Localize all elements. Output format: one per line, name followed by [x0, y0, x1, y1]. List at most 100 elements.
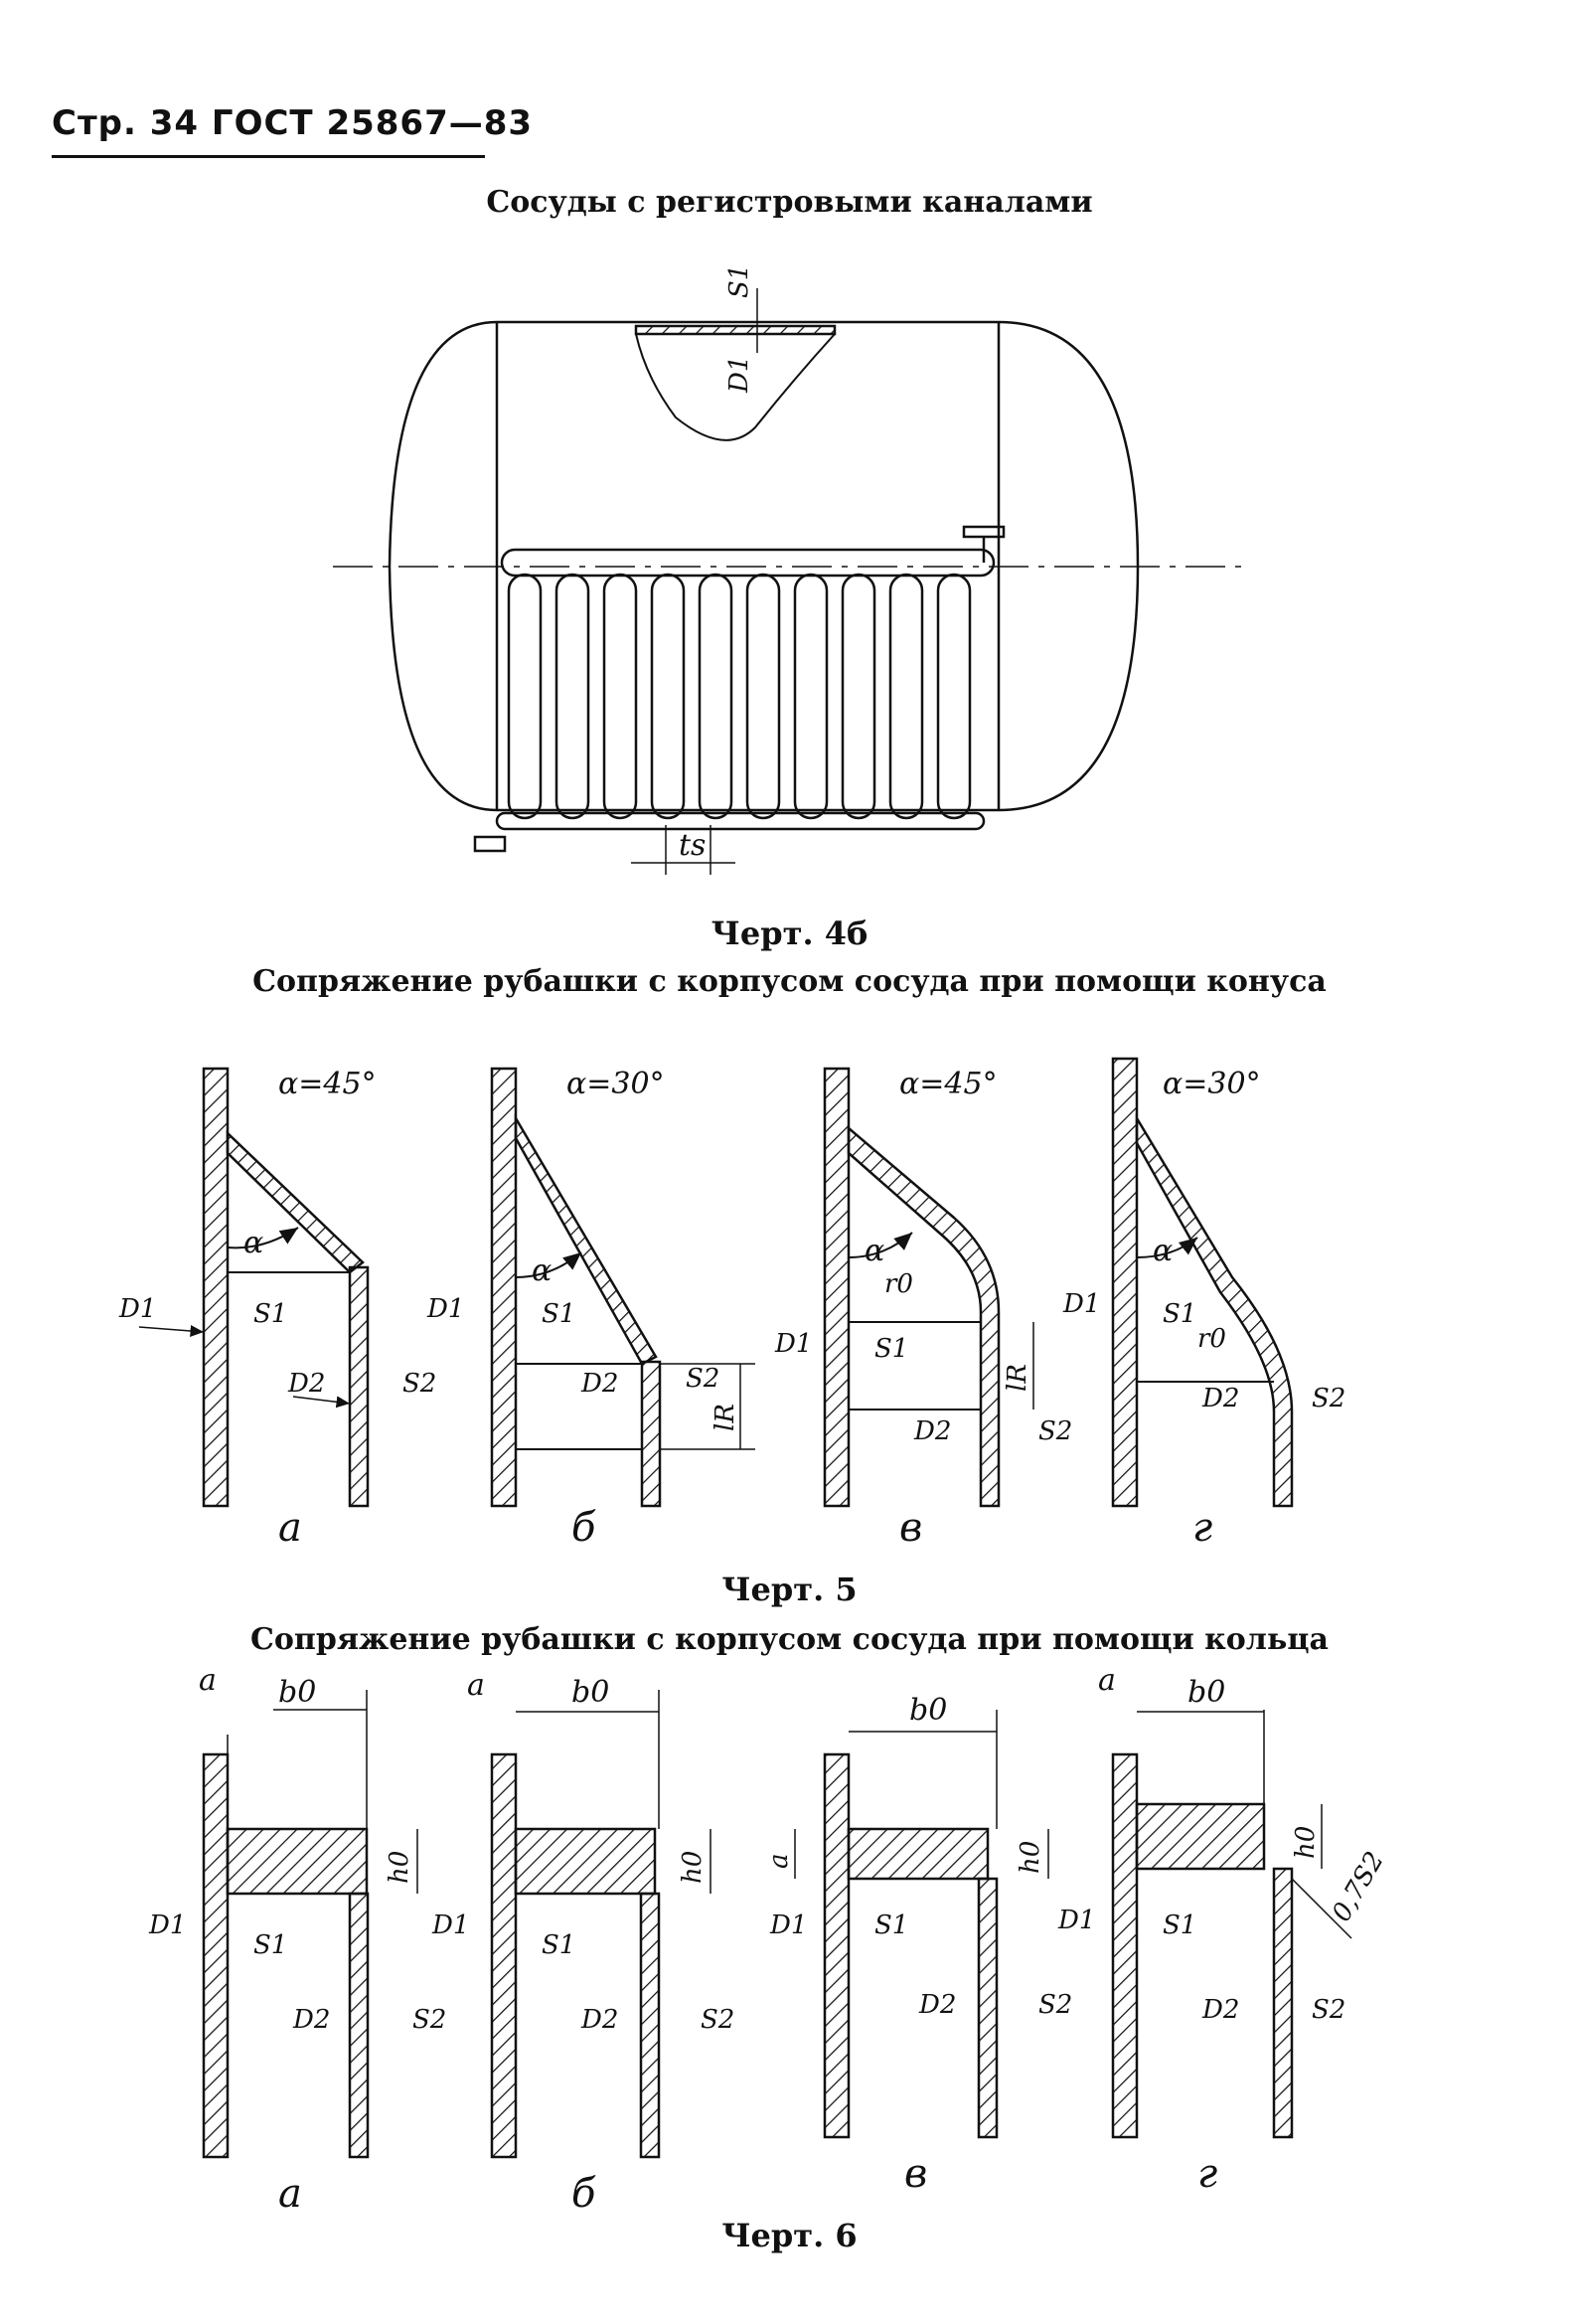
fig6d-b0: b0: [1187, 1675, 1225, 1710]
fig6d-letter: г: [1197, 2151, 1217, 2197]
fig4-d1-label: D1: [724, 356, 754, 394]
fig5-panel-b: [490, 1067, 755, 1508]
section-title-cone: Сопряжение рубашки с корпусом сосуда при…: [252, 964, 1327, 999]
fig5d-alpha-arc: [1136, 1237, 1198, 1258]
fig5c-letter: в: [899, 1505, 922, 1551]
fig5d-letter: г: [1192, 1505, 1212, 1551]
fig5b-shell-wall: [490, 1067, 518, 1508]
bottom-manifold: [495, 811, 986, 831]
fig6a-b0: b0: [278, 1675, 316, 1710]
fig6c-h0: h0: [1016, 1841, 1045, 1874]
fig5a-jacket-wall: [348, 1265, 370, 1508]
register-tube: [698, 573, 733, 820]
fig5d-r0: r0: [1197, 1324, 1226, 1354]
fig6b-shell-wall: [490, 1752, 518, 2159]
fig5a-alpha-arc: [227, 1227, 299, 1249]
register-tube: [841, 573, 876, 820]
fig6-panel-d: [1111, 1710, 1352, 2139]
fig5b-alpha-arc: [515, 1251, 582, 1278]
fig5b-s2: S2: [686, 1364, 719, 1394]
fig6a-d1: D1: [148, 1910, 186, 1940]
figure-caption-5: Черт. 5: [721, 1571, 858, 1608]
fig5b-d1: D1: [426, 1294, 464, 1324]
fig5b-cone: [514, 1113, 658, 1366]
fig5c-shell-wall: [823, 1067, 851, 1508]
fig6a-d2: D2: [292, 2005, 330, 2035]
register-tube: [507, 573, 543, 820]
fig6a-h0: h0: [385, 1851, 414, 1884]
register-tube: [745, 573, 781, 820]
fig6c-ring: [847, 1827, 990, 1881]
fig5d-s1: S1: [1163, 1299, 1196, 1329]
fig5a-letter: а: [278, 1505, 302, 1551]
fig5d-shell-wall: [1111, 1057, 1139, 1508]
fig5a-angle: α=45°: [278, 1067, 377, 1101]
inlet-nozzle: [962, 525, 1006, 563]
fig5d-angle: α=30°: [1163, 1067, 1261, 1101]
figure-caption-4b: Черт. 4б: [711, 914, 868, 952]
fig6b-a: a: [467, 1668, 485, 1703]
fig5-panel-a: [138, 1067, 370, 1508]
fig6a-ring: [226, 1827, 369, 1896]
fig6b-s2: S2: [701, 2005, 734, 2035]
vessel-wall-cutout: [634, 324, 837, 336]
fig6-panel-b: [490, 1690, 711, 2159]
fig6c-shell-wall: [823, 1752, 851, 2139]
fig6d-s2b: 0,7S2: [1327, 1847, 1390, 1927]
fig6d-s1: S1: [1163, 1910, 1196, 1940]
section-title-registers: Сосуды с регистровыми каналами: [486, 185, 1093, 220]
fig6b-ring: [514, 1827, 657, 1896]
fig5b-d2: D2: [580, 1369, 618, 1399]
outlet-nozzle: [473, 835, 507, 853]
header-pipe: [500, 548, 996, 578]
fig6a-a: a: [199, 1663, 217, 1698]
fig5-panel-c: [823, 1067, 1034, 1508]
fig6b-h0: h0: [678, 1851, 708, 1884]
fig5d-cone: [1135, 1113, 1294, 1508]
fig5b-letter: б: [571, 1505, 596, 1551]
fig6b-jacket-wall: [639, 1892, 661, 2159]
figure-caption-6: Черт. 6: [721, 2217, 858, 2254]
fig5b-s1: S1: [542, 1299, 575, 1329]
fig6d-shell-wall: [1111, 1752, 1139, 2139]
fig5c-alpha-arc: [848, 1232, 913, 1258]
fig6d-a: a: [1098, 1663, 1116, 1698]
fig6c-d2: D2: [918, 1990, 956, 2020]
fig5c-d1: D1: [774, 1329, 812, 1359]
fig5b-jacket-wall: [640, 1360, 662, 1508]
fig6c-b0: b0: [909, 1693, 947, 1728]
fig6a-s2: S2: [412, 2005, 446, 2035]
fig5c-r0: r0: [884, 1269, 913, 1299]
fig5b-lr: lR: [711, 1404, 740, 1431]
fig6d-d2: D2: [1201, 1995, 1239, 2025]
fig5a-alpha: α: [243, 1226, 263, 1260]
fig5-panel-d: [1111, 1057, 1294, 1508]
register-tube: [888, 573, 924, 820]
cutout-break-line: [635, 333, 836, 441]
fig6a-shell-wall: [202, 1752, 230, 2159]
fig6d-h0: h0: [1291, 1826, 1321, 1859]
section-title-ring: Сопряжение рубашки с корпусом сосуда при…: [250, 1622, 1329, 1657]
vessel-drawing: [333, 288, 1242, 875]
fig5c-s1: S1: [874, 1334, 908, 1364]
fig5a-s1: S1: [253, 1299, 287, 1329]
fig5d-s2: S2: [1312, 1384, 1345, 1413]
fig5b-angle: α=30°: [566, 1067, 665, 1101]
fig5a-d2-arrow: [292, 1396, 351, 1409]
page-header: Стр. 34 ГОСТ 25867—83: [52, 103, 534, 143]
fig5c-d2: D2: [913, 1416, 951, 1446]
fig6a-jacket-wall: [348, 1892, 370, 2159]
fig6b-d2: D2: [580, 2005, 618, 2035]
fig5d-alpha: α: [1153, 1234, 1173, 1268]
header-rule: [52, 155, 485, 158]
fig4-ts-label: ts: [679, 828, 706, 863]
fig6d-s2: S2: [1312, 1995, 1345, 2025]
fig6-panel-a: [202, 1690, 418, 2159]
fig6c-d1: D1: [769, 1910, 807, 1940]
fig6a-letter: а: [278, 2171, 302, 2217]
fig5d-d2: D2: [1201, 1384, 1239, 1413]
fig5a-d1: D1: [118, 1294, 156, 1324]
fig5c-lr: lR: [1003, 1364, 1032, 1392]
